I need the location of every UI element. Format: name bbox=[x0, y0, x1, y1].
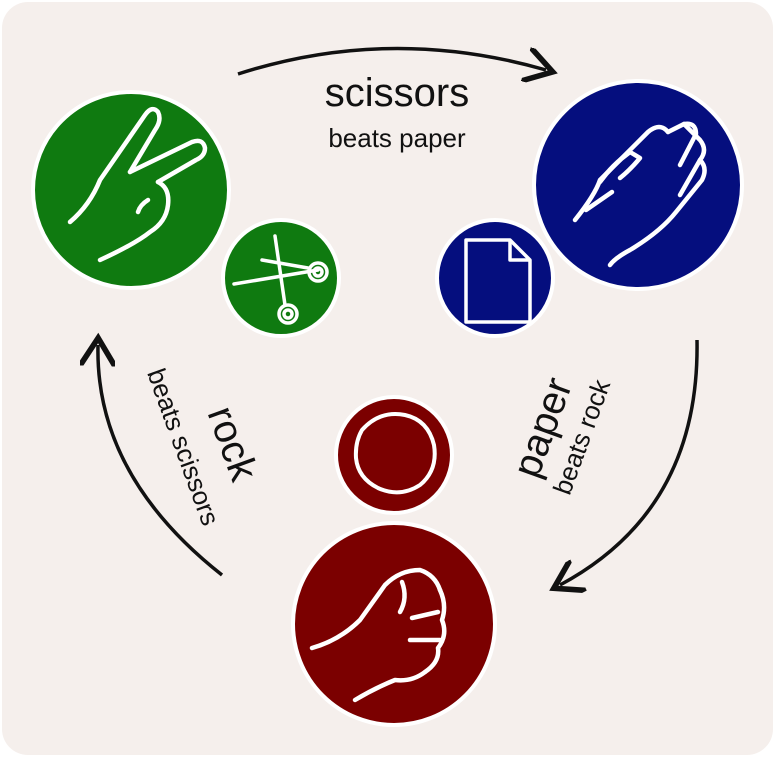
scissors-hand-circle bbox=[31, 90, 231, 290]
rock-item-circle bbox=[334, 395, 454, 515]
scissors-title: scissors bbox=[325, 71, 469, 115]
scissors-item-circle bbox=[221, 218, 341, 338]
rock-hand-circle bbox=[291, 521, 497, 727]
scissors-subtitle: beats paper bbox=[328, 123, 466, 153]
open-hand-icon bbox=[572, 121, 707, 268]
victory-hand-icon bbox=[67, 106, 208, 263]
arrow-rock-to-scissors bbox=[98, 345, 224, 577]
arrow-paper-to-rock bbox=[560, 339, 699, 585]
arrow-scissors-to-paper bbox=[237, 46, 546, 74]
paper-sheet-icon bbox=[464, 238, 532, 324]
fist-icon bbox=[309, 567, 447, 703]
rock-icon bbox=[353, 412, 437, 495]
paper-hand-circle bbox=[532, 79, 744, 291]
scissors-icon bbox=[232, 234, 329, 325]
paper-item-circle bbox=[435, 218, 555, 338]
